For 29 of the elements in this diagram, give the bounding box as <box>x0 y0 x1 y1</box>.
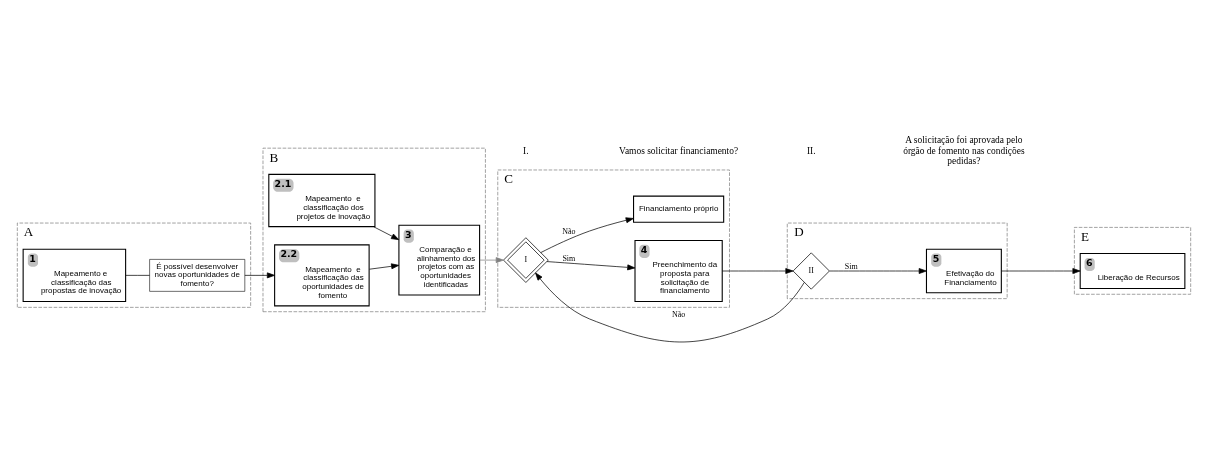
label: II. <box>806 145 816 156</box>
connector <box>125 274 150 276</box>
arrow <box>829 267 927 274</box>
arrow <box>546 260 636 270</box>
node-box: 5 Efetivação do Financiamento <box>925 248 1002 293</box>
edge-label: Não <box>671 309 686 319</box>
label: I. <box>523 145 529 156</box>
node-box: 4 Preenchimento da proposta para solicitação de financiamento <box>634 239 723 302</box>
arrow <box>1001 267 1081 274</box>
node-box: 6 Liberação de Recursos <box>1079 252 1186 289</box>
arrow <box>535 272 805 342</box>
arrow <box>369 262 400 270</box>
node-box: 2.2 Mapeamento e classificação das oportunidades de fomento <box>274 243 370 306</box>
edge-label: Sim <box>562 253 576 263</box>
arrow <box>244 271 275 278</box>
arrow <box>479 256 504 263</box>
label: Vamos solicitar financiamento? <box>619 145 739 156</box>
node-box: Financiamento próprio <box>633 195 725 223</box>
edge-label: Não <box>562 226 576 236</box>
arrow <box>373 225 400 240</box>
arrow <box>540 216 634 253</box>
node-diamond: II <box>792 251 830 290</box>
node-box: 2.1 Mapeamento e classificação dos projetos de inovação <box>268 173 376 227</box>
node-box: É possível desenvolver novas oportunidades de fomento? <box>149 258 246 292</box>
node-box: 3 Comparação e alinhamento dos projetos com as oportunidades identificadas <box>398 224 481 296</box>
edge-label: Sim <box>844 261 858 271</box>
label: A solicitação foi aprovada pelo órgão de fomento nas condições pedidas? <box>903 134 1025 166</box>
node-box: 1 Mapeamento e classificação das propostas de inovação <box>22 248 127 302</box>
arrow <box>721 267 794 274</box>
